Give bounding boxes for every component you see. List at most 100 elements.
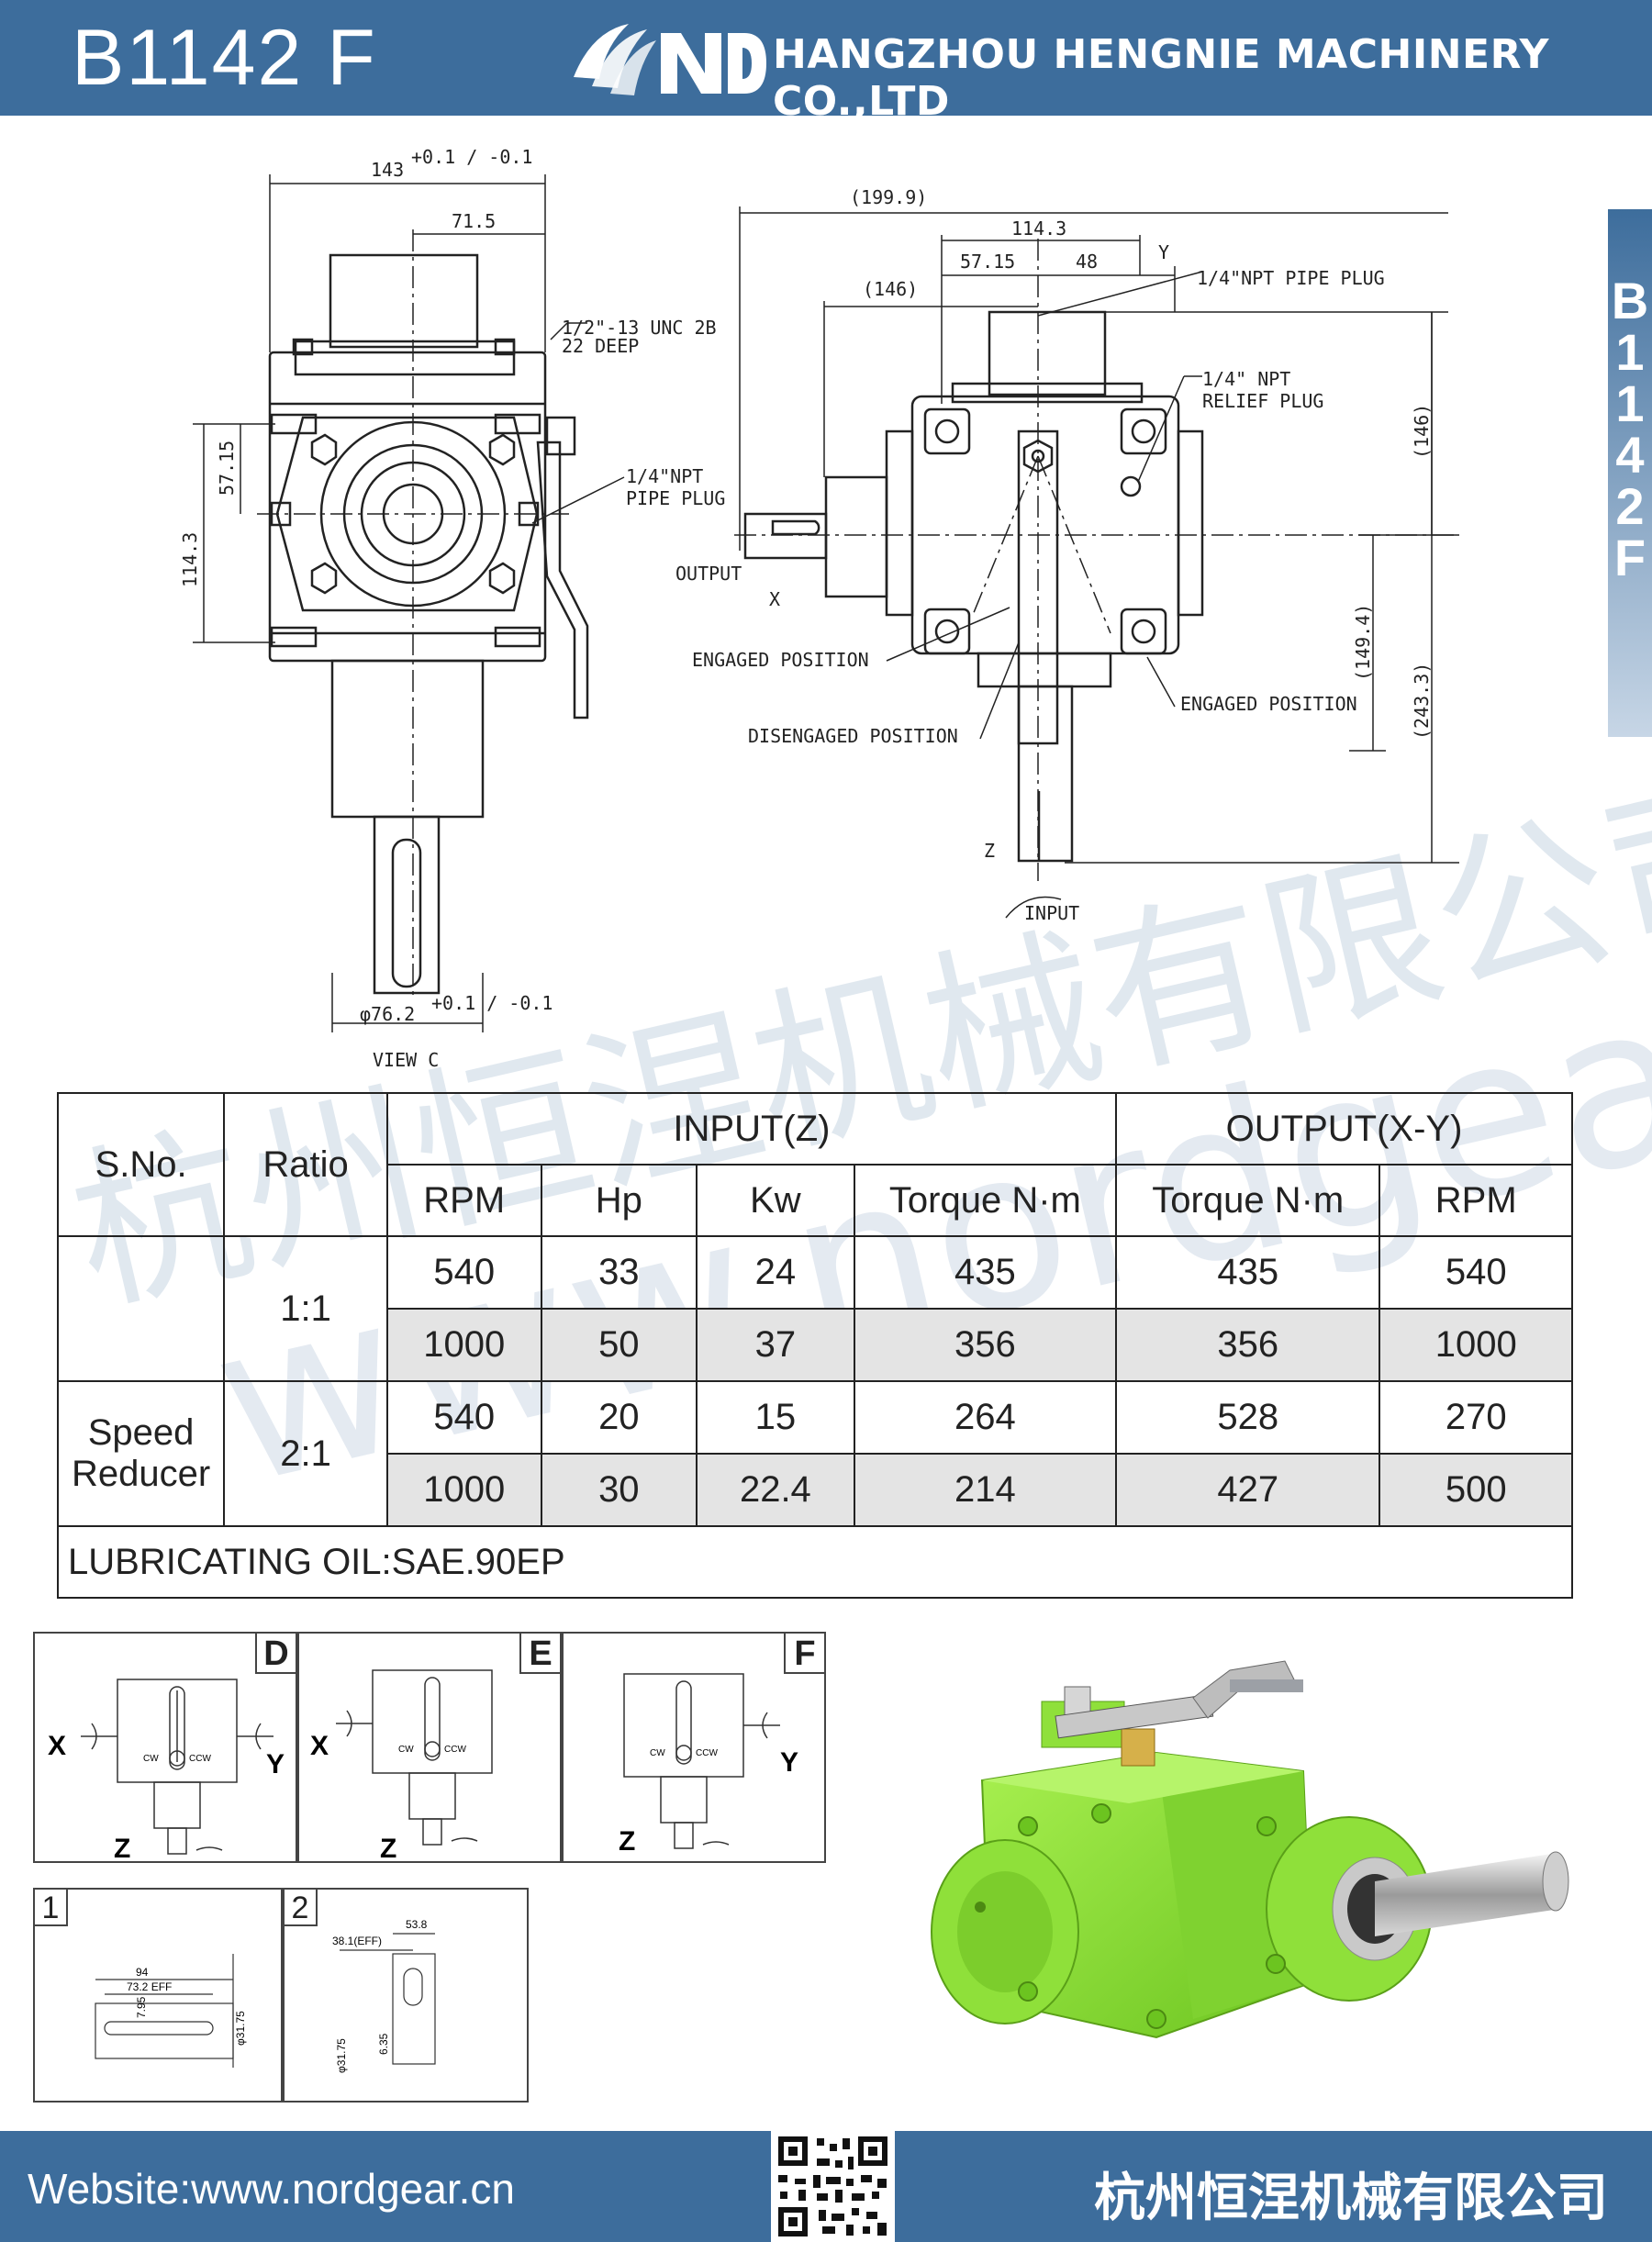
dim-48: 48 — [1076, 251, 1098, 273]
table-cell: 264 — [853, 1380, 1118, 1455]
direction-letter: F — [784, 1634, 824, 1674]
shaft-dim: 7.95 — [135, 1996, 148, 2018]
z-axis-label: Z — [984, 840, 995, 862]
company-name-cn: 杭州恒涅机械有限公司 — [1094, 2169, 1608, 2228]
shaft-2-drawing: 53.8 38.1(EFF) 6.35 φ31.75 — [332, 1918, 436, 2073]
footer-bar: Website:www.nordgear.cn 杭州恒涅机械有限公司 — [0, 2131, 1652, 2242]
table-cell: 270 — [1379, 1380, 1573, 1455]
direction-letter: D — [255, 1634, 296, 1674]
shaft-dim: 6.35 — [377, 2033, 390, 2055]
dim-199-9: (199.9) — [850, 186, 927, 208]
table-cell: 30 — [540, 1453, 698, 1527]
website-link[interactable]: Website:www.nordgear.cn — [28, 2165, 515, 2213]
pipe-plug-top: 1/4"NPT PIPE PLUG — [1197, 267, 1385, 289]
spec-table: S.No. Ratio INPUT(Z) OUTPUT(X-Y) RPM Hp … — [56, 1092, 1573, 1599]
table-cell: 20 — [540, 1380, 698, 1455]
table-cell: 1000 — [385, 1308, 542, 1382]
input-header: INPUT(Z) — [385, 1092, 1118, 1166]
shaft-number: 1 — [35, 1890, 68, 1926]
table-cell: 37 — [696, 1308, 855, 1382]
pipe-plug-left-1: 1/4"NPT — [626, 465, 703, 487]
dim-57-15: 57.15 — [216, 441, 238, 496]
table-cell: 427 — [1115, 1453, 1381, 1527]
table-cell: 15 — [696, 1380, 855, 1455]
col-rpm-out: RPM — [1379, 1164, 1573, 1237]
ccw-label: CCW — [189, 1754, 211, 1764]
group-1-sno — [56, 1235, 226, 1382]
shaft-dim: φ31.75 — [335, 2038, 348, 2073]
table-cell: 528 — [1115, 1380, 1381, 1455]
dim-146-side: (146) — [1411, 404, 1433, 459]
table-cell: 50 — [540, 1308, 698, 1382]
shaft-dim: φ31.75 — [234, 2011, 247, 2046]
dir-x-label: X — [48, 1731, 66, 1761]
relief-plug-1: 1/4" NPT — [1202, 368, 1290, 390]
direction-d-drawing: X Y Z CW CCW — [48, 1679, 285, 1864]
shaft-number: 2 — [285, 1890, 318, 1926]
col-torque-out: Torque N·m — [1115, 1164, 1381, 1237]
dir-z-label: Z — [114, 1834, 130, 1864]
table-cell: 500 — [1379, 1453, 1573, 1527]
shaft-dim: 73.2 EFF — [127, 1980, 172, 1993]
table-cell: 435 — [853, 1235, 1118, 1310]
dia-76-2: φ76.2 — [360, 1003, 415, 1025]
dim-146-top: (146) — [863, 278, 918, 300]
dim-143: 143 — [371, 159, 404, 181]
pipe-plug-left-2: PIPE PLUG — [626, 487, 725, 509]
group-2-ratio: 2:1 — [223, 1380, 388, 1527]
cw-label: CW — [650, 1748, 665, 1758]
group-1-ratio: 1:1 — [223, 1235, 388, 1382]
input-label: INPUT — [1024, 902, 1079, 924]
y-axis-label: Y — [1158, 241, 1169, 263]
table-cell: 1000 — [385, 1453, 542, 1527]
dim-243-3: (243.3) — [1411, 663, 1433, 740]
thread-note-1: 1/2"-13 UNC 2B — [562, 317, 717, 339]
gearbox-product-image — [931, 1660, 1569, 2039]
cw-label: CW — [143, 1754, 159, 1764]
direction-diagram-d: D X Y Z CW CCW — [33, 1632, 297, 1864]
dia-76-2-tol: +0.1 / -0.1 — [431, 992, 553, 1014]
dir-x-label: X — [310, 1731, 329, 1761]
ccw-label: CCW — [444, 1745, 466, 1755]
sno-header: S.No. — [56, 1092, 226, 1237]
shaft-1-drawing: 94 73.2 EFF 7.95 φ31.75 — [95, 1954, 247, 2068]
direction-diagram-f: F Y Z CW CCW — [562, 1632, 826, 1863]
relief-plug-2: RELIEF PLUG — [1202, 390, 1323, 412]
output-header: OUTPUT(X-Y) — [1115, 1092, 1573, 1166]
table-cell: 356 — [1115, 1308, 1381, 1382]
dir-y-label: Y — [266, 1749, 285, 1779]
lubricating-oil-note: LUBRICATING OIL:SAE.90EP — [57, 1525, 1573, 1599]
table-cell: 540 — [385, 1235, 542, 1310]
technical-drawing: 143 +0.1 / -0.1 71.5 57.15 114.3 1/2"-13… — [179, 147, 1459, 1071]
direction-e-drawing: X Z CW CCW — [310, 1669, 493, 1864]
table-cell: 540 — [385, 1380, 542, 1455]
ratio-header: Ratio — [223, 1092, 388, 1237]
dir-z-label: Z — [619, 1826, 635, 1857]
dim-149-4: (149.4) — [1352, 604, 1374, 681]
col-torque-in: Torque N·m — [853, 1164, 1118, 1237]
disengaged-position: DISENGAGED POSITION — [748, 725, 958, 747]
output-label: OUTPUT — [675, 563, 742, 585]
table-cell: 540 — [1379, 1235, 1573, 1310]
direction-f-drawing: Y Z CW CCW — [619, 1673, 798, 1857]
shaft-detail-1: 1 94 73.2 EFF 7.95 φ31.75 — [33, 1888, 283, 2103]
dim-71-5: 71.5 — [452, 210, 496, 232]
view-c-label: VIEW C — [373, 1049, 439, 1071]
shaft-dim: 94 — [136, 1966, 149, 1979]
dim-143-tol: +0.1 / -0.1 — [411, 147, 532, 168]
table-cell: 1000 — [1379, 1308, 1573, 1382]
table-cell: 356 — [853, 1308, 1118, 1382]
dim-57-15-right: 57.15 — [960, 251, 1015, 273]
shaft-detail-2: 2 53.8 38.1(EFF) 6.35 φ31.75 — [283, 1888, 529, 2103]
table-cell: 435 — [1115, 1235, 1381, 1310]
engaged-position-right: ENGAGED POSITION — [1180, 693, 1357, 715]
engaged-position-left: ENGAGED POSITION — [692, 649, 869, 671]
company-name: HANGZHOU HENGNIE MACHINERY CO.,LTD — [773, 31, 1549, 125]
qr-code-icon — [771, 2131, 895, 2242]
direction-diagram-e: E X Z CW CCW — [297, 1632, 562, 1864]
table-cell: 22.4 — [696, 1453, 855, 1527]
group-2-sno: Speed Reducer — [56, 1380, 226, 1527]
dir-y-label: Y — [780, 1747, 798, 1778]
nd-logo-icon — [574, 24, 766, 95]
table-cell: 214 — [853, 1453, 1118, 1527]
